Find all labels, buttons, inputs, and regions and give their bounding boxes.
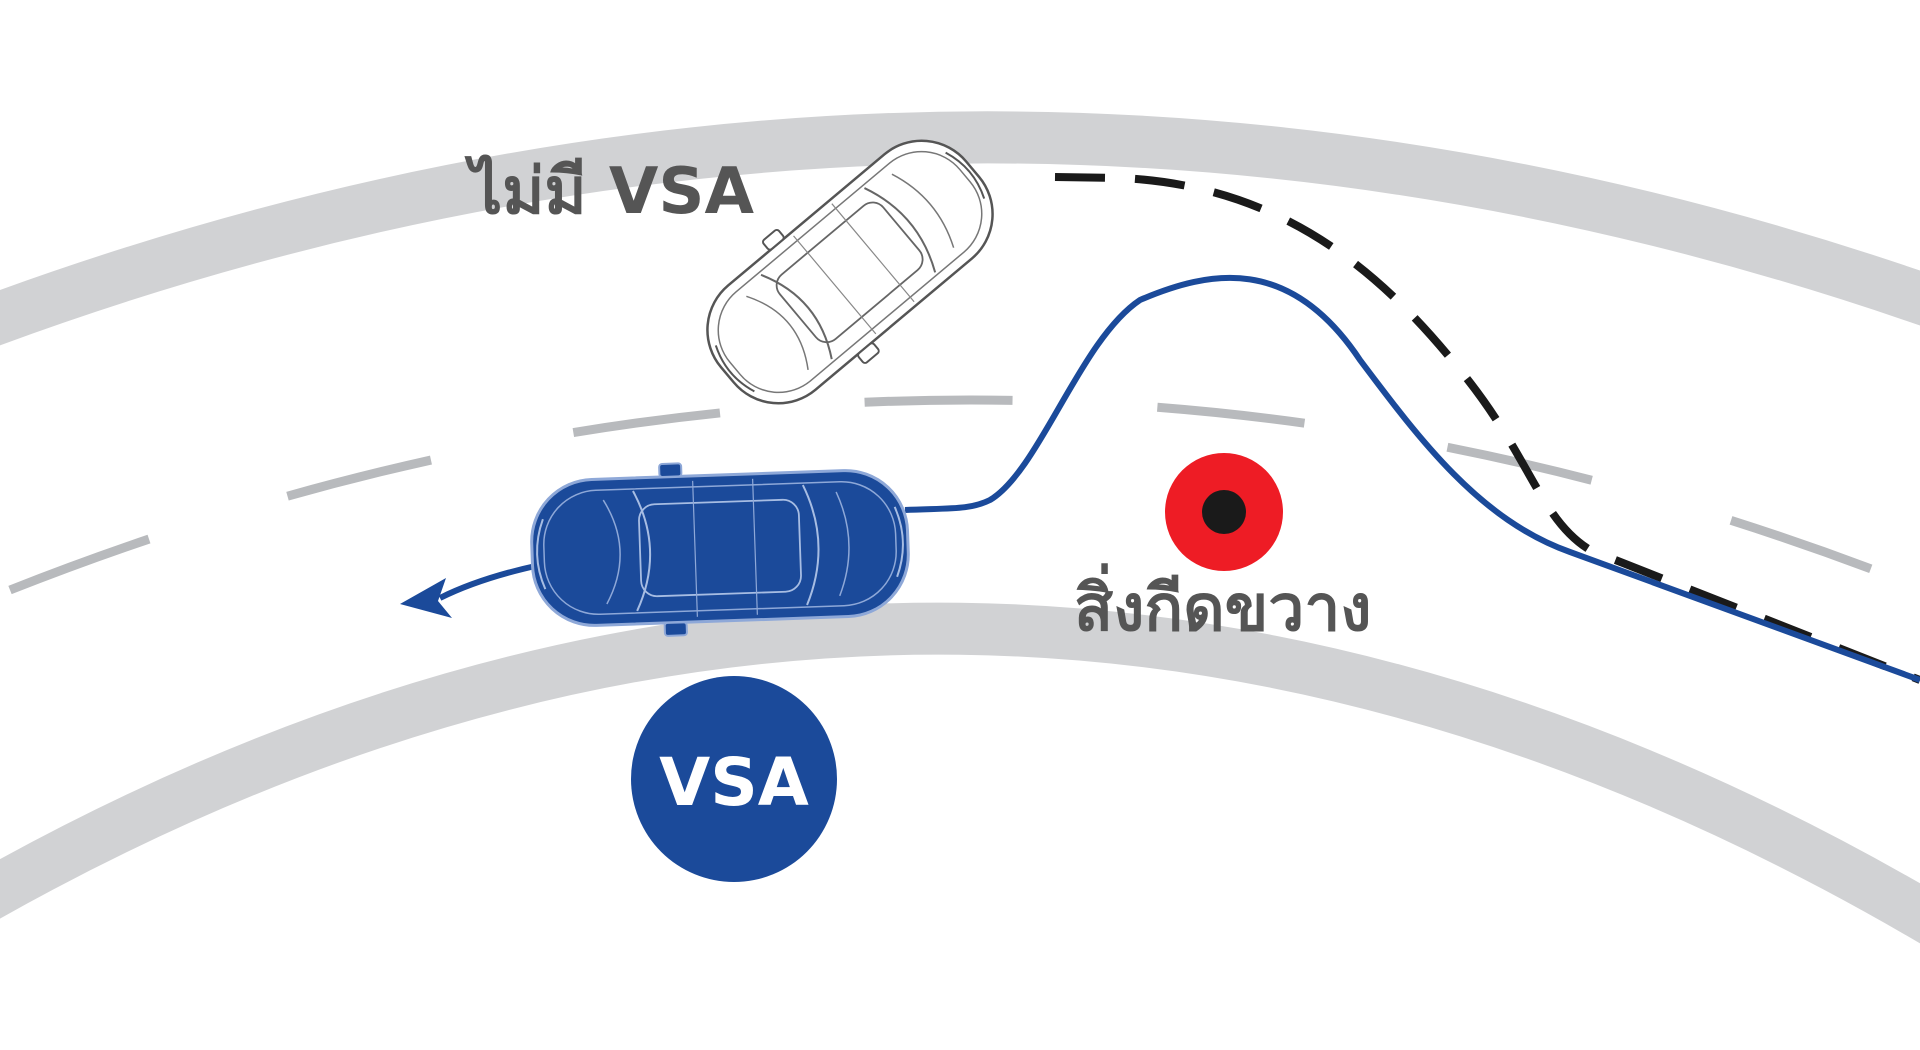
road-upper-edge bbox=[0, 111, 1920, 346]
vsa-direction-arrow bbox=[400, 562, 541, 618]
vsa-badge-label: VSA bbox=[659, 744, 809, 821]
road-lower-edge bbox=[0, 602, 1920, 944]
vsa-badge: VSA bbox=[631, 676, 837, 882]
obstacle-marker bbox=[1165, 453, 1283, 571]
vsa-badge-circle bbox=[631, 676, 837, 882]
without-vsa-label: ไม่มี VSA bbox=[464, 154, 754, 229]
no-vsa-car bbox=[706, 139, 994, 405]
road bbox=[0, 111, 1920, 944]
obstacle-inner-dot bbox=[1202, 490, 1246, 534]
obstacle-label: สิ่งกีดขวาง bbox=[1074, 563, 1372, 646]
vsa-path bbox=[904, 274, 1920, 683]
lane-divider bbox=[8, 395, 1902, 595]
vsa-car bbox=[530, 462, 910, 637]
arrowhead-icon bbox=[400, 578, 452, 618]
no-vsa-path bbox=[1054, 173, 1920, 684]
